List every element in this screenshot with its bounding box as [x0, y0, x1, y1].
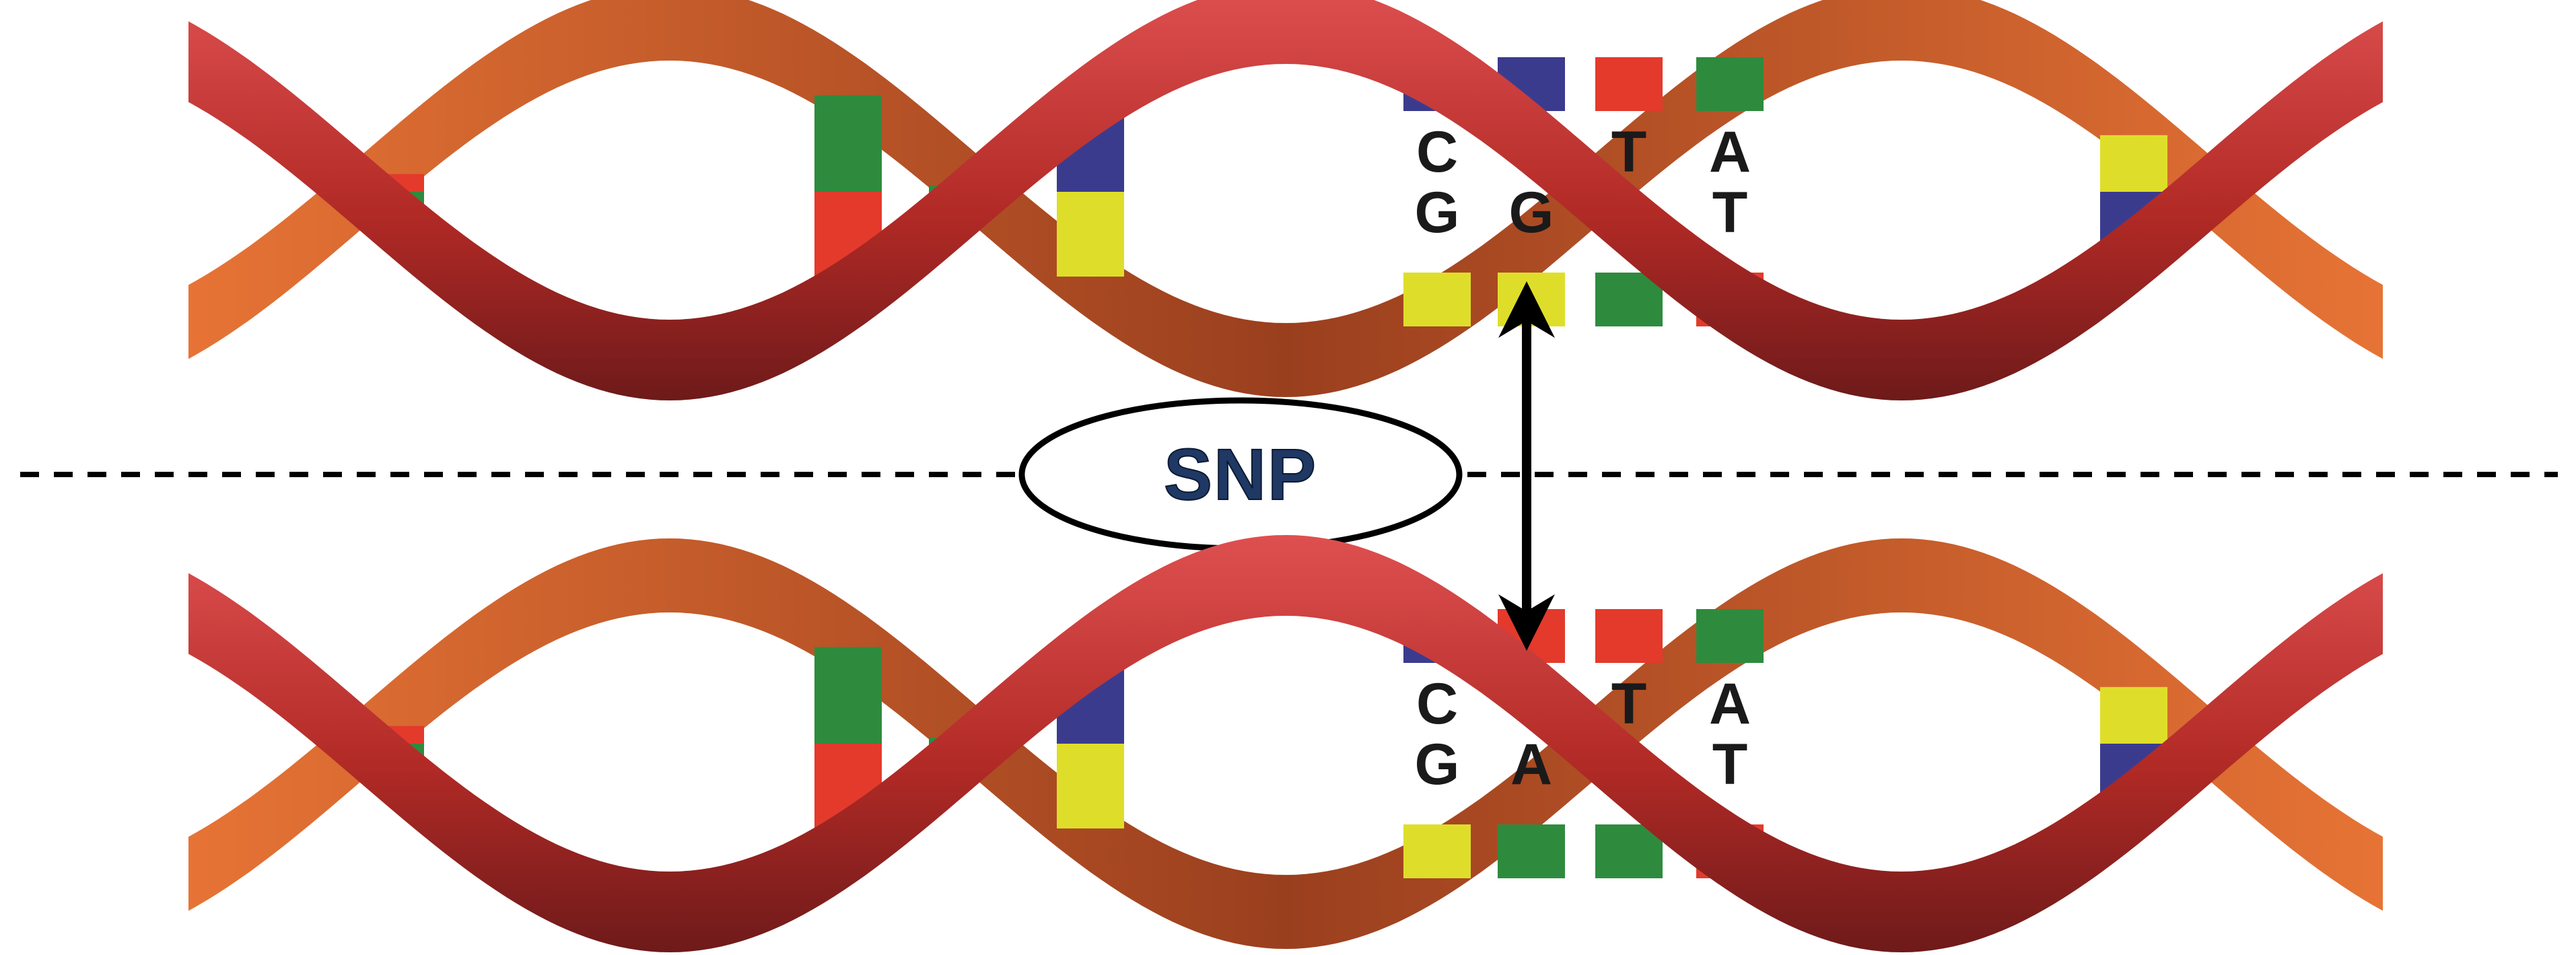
- labeled-base-bottom: [1403, 824, 1471, 878]
- dna-helix-original: CGCGTAAT: [188, 0, 2383, 400]
- base-letter-top: C: [1416, 672, 1458, 736]
- labeled-base-bottom: [1498, 824, 1565, 878]
- labeled-base-bottom: [1595, 824, 1663, 878]
- base-pair-bottom: [1057, 744, 1124, 828]
- labeled-base-bottom: [1595, 273, 1663, 326]
- base-letter-bottom: A: [1510, 732, 1552, 797]
- base-letter-bottom: G: [1415, 732, 1460, 797]
- dna-helix-variant: CGTATAAT: [188, 535, 2383, 952]
- base-pair-top: [814, 647, 882, 744]
- base-pair-bottom: [1057, 192, 1124, 277]
- snp-label: SNP: [1164, 433, 1317, 515]
- labeled-base-top: [1595, 57, 1663, 111]
- labeled-base-top: [1696, 609, 1764, 663]
- base-letter-bottom: T: [1712, 732, 1748, 797]
- base-letter-bottom: G: [1415, 180, 1460, 245]
- labeled-base-top: [1595, 609, 1663, 663]
- base-letter-top: A: [1709, 672, 1751, 736]
- base-letter-top: A: [1709, 120, 1751, 184]
- base-pair-top: [2100, 686, 2167, 744]
- labeled-base-top: [1696, 57, 1764, 111]
- base-letter-top: C: [1416, 120, 1458, 184]
- labeled-base-bottom: [1403, 273, 1471, 326]
- snp-badge: SNP: [1018, 397, 1463, 552]
- base-pair-top: [2100, 135, 2167, 192]
- base-letter-bottom: T: [1712, 180, 1748, 245]
- base-pair-top: [814, 95, 882, 192]
